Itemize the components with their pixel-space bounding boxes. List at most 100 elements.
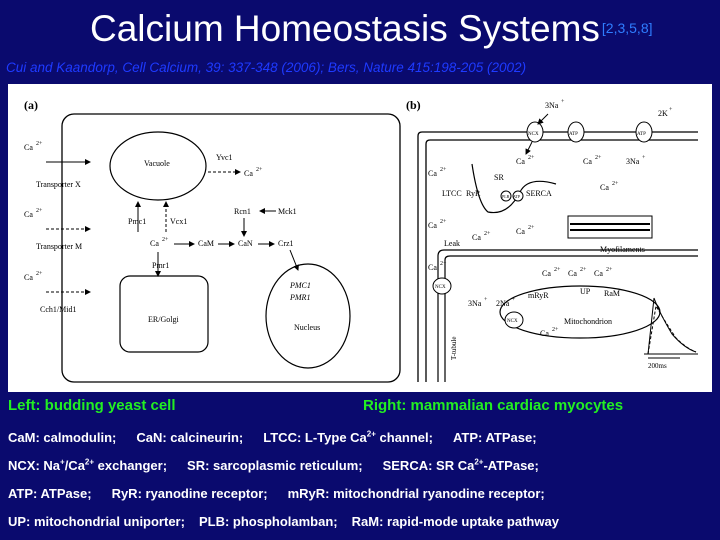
na-label-bottom: 3Na+ — [468, 297, 488, 308]
ca-out-arrow — [525, 141, 533, 155]
vacuole-label: Vacuole — [144, 159, 170, 168]
svg-text:NCX: NCX — [528, 132, 539, 137]
myofilaments-label: Myofilaments — [600, 245, 645, 254]
svg-text:2+: 2+ — [36, 208, 43, 214]
mryr-label: mRyR — [528, 291, 549, 300]
ncx-bottom: NCX — [432, 277, 452, 295]
na-label-mito: 2Na+ — [496, 297, 516, 308]
serca-label: SERCA — [526, 189, 552, 198]
pmc1-label: Pmc1 — [128, 217, 146, 226]
svg-text:2+: 2+ — [440, 167, 447, 173]
k-label-top: 2K+ — [658, 107, 673, 118]
svg-text:Ca: Ca — [428, 221, 437, 230]
t-tubule-label: T-tubule — [450, 337, 458, 360]
gloss-can: CaN: calcineurin; — [136, 430, 244, 446]
pmr1-gene-label: PMR1 — [289, 293, 310, 302]
transporter-x-label: Transporter X — [36, 180, 81, 189]
citation: Cui and Kaandorp, Cell Calcium, 39: 337-… — [6, 60, 527, 75]
svg-text:ATP: ATP — [637, 132, 646, 137]
up-label: UP — [580, 287, 591, 296]
svg-text:2+: 2+ — [484, 231, 491, 237]
svg-text:2+: 2+ — [552, 327, 559, 333]
gloss-ram: RaM: rapid-mode uptake pathway — [351, 514, 559, 529]
atp-top-2: ATP — [635, 121, 653, 143]
svg-text:+: + — [669, 107, 673, 113]
myofilaments-drawing — [567, 215, 653, 239]
ltcc-label: LTCC — [442, 189, 462, 198]
transporter-m-label: Transporter M — [36, 242, 82, 251]
gloss-ryr: RyR: ryanodine receptor; — [111, 486, 268, 501]
ram-label: RaM — [604, 289, 620, 298]
glossary-line-3: ATP: ATPase; RyR: ryanodine receptor; mRyR… — [8, 486, 565, 501]
gloss-up: UP: mitochondrial uniporter; — [8, 514, 185, 529]
sr-label: SR — [494, 173, 504, 182]
svg-text:2+: 2+ — [528, 225, 535, 231]
svg-text:2+: 2+ — [256, 167, 263, 173]
atp-top-1: ATP — [567, 121, 585, 143]
svg-text:2+: 2+ — [528, 155, 535, 161]
gloss-sr: SR: sarcoplasmic reticulum; — [187, 458, 363, 474]
svg-text:+: + — [484, 297, 488, 303]
svg-text:Ca: Ca — [583, 157, 592, 166]
ncx-mito: NCX — [504, 311, 524, 329]
cch1-mid1-label: Cch1/Mid1 — [40, 305, 76, 314]
svg-text:ATP: ATP — [569, 132, 578, 137]
yvc1-label: Yvc1 — [216, 153, 233, 162]
gloss-ltcc: LTCC: L-Type Ca2+ channel; — [263, 430, 433, 446]
sr-membrane — [471, 163, 557, 214]
svg-text:2+: 2+ — [554, 267, 561, 273]
svg-text:2+: 2+ — [612, 181, 619, 187]
leak-label: Leak — [444, 239, 460, 248]
er-golgi-shape — [119, 275, 209, 353]
svg-text:2+: 2+ — [580, 267, 587, 273]
right-caption: Right: mammalian cardiac myocytes — [363, 397, 624, 414]
na-label-top: 3Na+ — [545, 99, 565, 110]
svg-text:2+: 2+ — [440, 219, 447, 225]
svg-text:Ca: Ca — [150, 239, 159, 248]
gloss-mryr: mRyR: mitochondrial ryanodine receptor; — [287, 486, 545, 501]
svg-text:Ca: Ca — [594, 269, 603, 278]
gloss-atp-2: ATP: ATPase; — [8, 486, 92, 501]
svg-text:Ca: Ca — [428, 169, 437, 178]
svg-text:Ca: Ca — [516, 157, 525, 166]
na-label-atp: 3Na+ — [626, 155, 646, 166]
rcn1-label: Rcn1 — [234, 207, 251, 216]
glossary-line-2: NCX: Na+/Ca2+ exchanger; SR: sarcoplasmic… — [8, 458, 559, 473]
svg-text:2+: 2+ — [162, 237, 169, 243]
calcium-transient-inset — [644, 297, 698, 359]
svg-text:2Na: 2Na — [496, 299, 510, 308]
svg-text:+: + — [512, 297, 516, 303]
gloss-ncx: NCX: Na+/Ca2+ exchanger; — [8, 458, 168, 474]
svg-text:Ca: Ca — [600, 183, 609, 192]
svg-text:2K: 2K — [658, 109, 668, 118]
panel-b-label: (b) — [406, 98, 421, 112]
crz1-nucleus-arrow — [289, 249, 299, 271]
vacuole-shape — [109, 131, 207, 201]
time-scale-label: 200ms — [648, 362, 667, 370]
ncx-top: NCX — [526, 121, 544, 143]
mitochondrion-label: Mitochondrion — [564, 317, 612, 326]
sarcolemma-inner — [425, 139, 698, 382]
er-golgi-label: ER/Golgi — [148, 315, 179, 324]
svg-text:Ca: Ca — [516, 227, 525, 236]
mck1-label: Mck1 — [278, 207, 297, 216]
svg-text:Ca: Ca — [542, 269, 551, 278]
gloss-atp: ATP: ATPase; — [452, 430, 537, 446]
glossary-line-1: CaM: calmodulin;CaN: calcineurin;LTCC: L… — [8, 430, 557, 445]
svg-text:NCX: NCX — [435, 285, 446, 290]
svg-text:Ca: Ca — [24, 143, 33, 152]
svg-text:2+: 2+ — [440, 261, 447, 267]
